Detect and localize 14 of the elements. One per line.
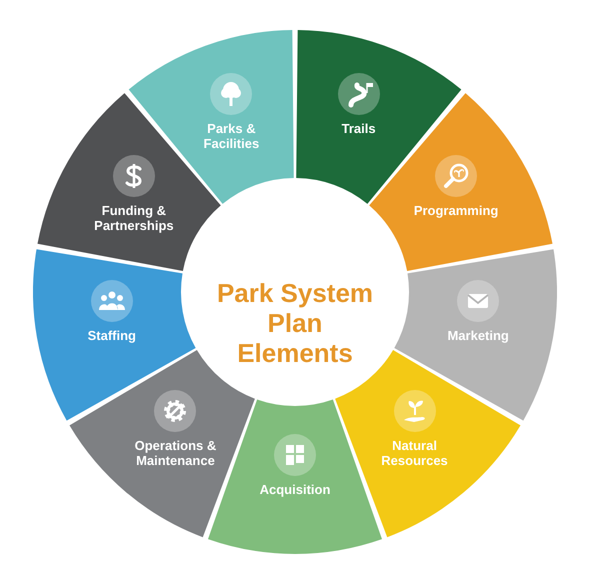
segment-label: Marketing — [446, 328, 510, 344]
ring-segment — [128, 30, 294, 204]
ring-segment — [394, 249, 557, 421]
segment-label: Operations & Maintenance — [134, 438, 218, 468]
segment-label: Programming — [412, 203, 500, 218]
segment-label: Staffing — [86, 328, 137, 344]
segment-label: Funding & Partnerships — [93, 203, 175, 233]
segment-label: Parks & Facilities — [202, 121, 260, 152]
segment-label: Acquisition — [258, 482, 332, 497]
ring-segment — [296, 30, 462, 204]
center-title: Park System Plan Elements — [207, 278, 383, 368]
ring-segment — [33, 249, 196, 421]
segment-label: Natural Resources — [380, 438, 449, 468]
segment-label: Trails — [340, 121, 377, 136]
